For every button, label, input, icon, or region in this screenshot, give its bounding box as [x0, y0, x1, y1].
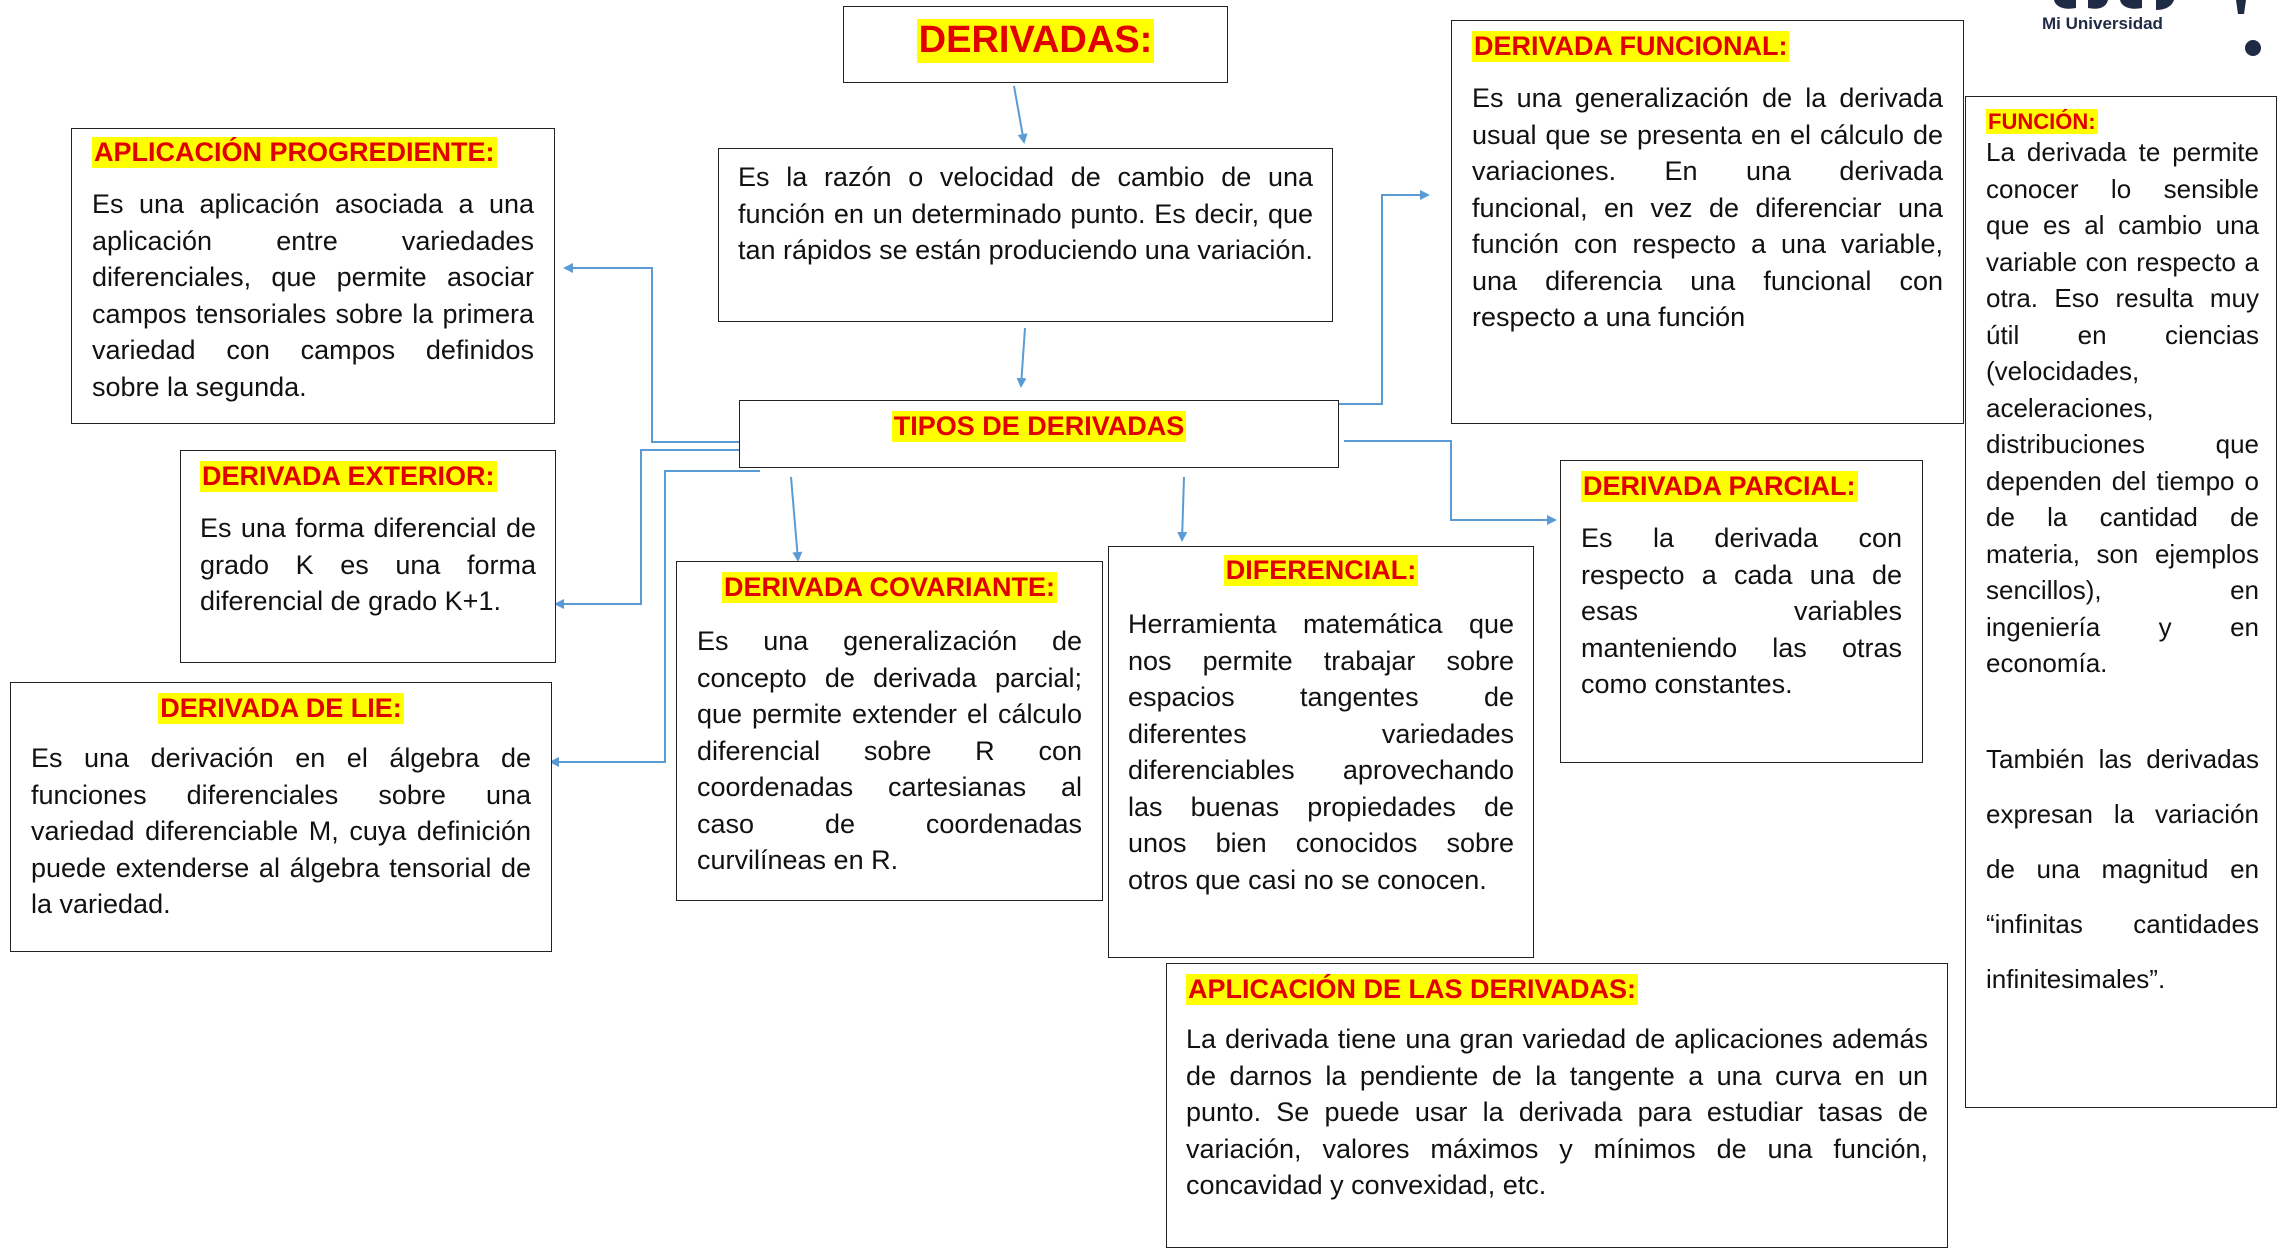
- definition-text: Es la razón o velocidad de cambio de una…: [738, 162, 1313, 265]
- university-logo: Mi Universidad: [2040, 0, 2277, 62]
- arrow-types-to-exterior: [554, 449, 742, 609]
- arrow-types-to-progrediente: [563, 263, 746, 443]
- node-parcial-title: DERIVADA PARCIAL:: [1581, 471, 1858, 503]
- arrow-definition-to-types: [1016, 327, 1027, 388]
- node-funcion: FUNCIÓN: La derivada te permite conocer …: [1965, 96, 2277, 1108]
- node-covariante: DERIVADA COVARIANTE: Es una generalizaci…: [676, 561, 1103, 901]
- node-aplicacion-title: APLICACIÓN DE LAS DERIVADAS:: [1186, 974, 1639, 1006]
- node-funcion-title: FUNCIÓN:: [1986, 109, 2098, 135]
- main-title: DERIVADAS:: [916, 19, 1155, 63]
- node-aplicacion: APLICACIÓN DE LAS DERIVADAS: La derivada…: [1166, 963, 1948, 1248]
- node-progrediente-title: APLICACIÓN PROGREDIENTE:: [92, 137, 497, 169]
- node-aplicacion-text: La derivada tiene una gran variedad de a…: [1186, 1024, 1928, 1201]
- node-funcion-text: La derivada te permite conocer lo sensib…: [1986, 137, 2259, 679]
- node-diferencial: DIFERENCIAL: Herramienta matemática que …: [1108, 546, 1534, 958]
- logo-shape-icon: [2054, 0, 2261, 56]
- node-lie-text: Es una derivación en el álgebra de funci…: [31, 743, 531, 920]
- arrow-types-to-funcional: [1339, 190, 1430, 405]
- node-diferencial-text: Herramienta matemática que nos permite t…: [1128, 609, 1514, 895]
- node-funcional-title: DERIVADA FUNCIONAL:: [1472, 31, 1790, 63]
- node-parcial-text: Es la derivada con respecto a cada una d…: [1581, 523, 1902, 700]
- types-title: TIPOS DE DERIVADAS: [891, 411, 1187, 443]
- node-exterior-title: DERIVADA EXTERIOR:: [200, 461, 497, 493]
- node-parcial: DERIVADA PARCIAL: Es la derivada con res…: [1560, 460, 1923, 763]
- node-exterior: DERIVADA EXTERIOR: Es una forma diferenc…: [180, 450, 556, 663]
- arrow-types-to-covariante: [790, 476, 803, 562]
- node-funcional: DERIVADA FUNCIONAL: Es una generalizació…: [1451, 20, 1964, 424]
- arrow-types-to-parcial: [1344, 440, 1557, 525]
- node-diferencial-title: DIFERENCIAL:: [1223, 555, 1419, 587]
- arrow-types-to-diferencial: [1177, 476, 1188, 542]
- logo-text: Mi Universidad: [2042, 14, 2163, 33]
- node-funcional-text: Es una generalización de la derivada usu…: [1472, 83, 1943, 333]
- types-box: TIPOS DE DERIVADAS: [739, 400, 1339, 468]
- node-lie: DERIVADA DE LIE: Es una derivación en el…: [10, 682, 552, 952]
- node-progrediente: APLICACIÓN PROGREDIENTE: Es una aplicaci…: [71, 128, 555, 424]
- node-funcion-text2: También las derivadas expresan la variac…: [1986, 743, 2259, 994]
- node-progrediente-text: Es una aplicación asociada a una aplicac…: [92, 189, 534, 402]
- main-title-box: DERIVADAS:: [843, 6, 1228, 83]
- definition-box: Es la razón o velocidad de cambio de una…: [718, 148, 1333, 322]
- node-lie-title: DERIVADA DE LIE:: [158, 693, 404, 725]
- arrow-title-to-definition: [1013, 85, 1028, 144]
- node-covariante-title: DERIVADA COVARIANTE:: [721, 572, 1057, 604]
- arrow-types-to-lie: [549, 470, 760, 767]
- node-covariante-text: Es una generalización de concepto de der…: [697, 626, 1082, 876]
- node-exterior-text: Es una forma diferencial de grado K es u…: [200, 513, 536, 617]
